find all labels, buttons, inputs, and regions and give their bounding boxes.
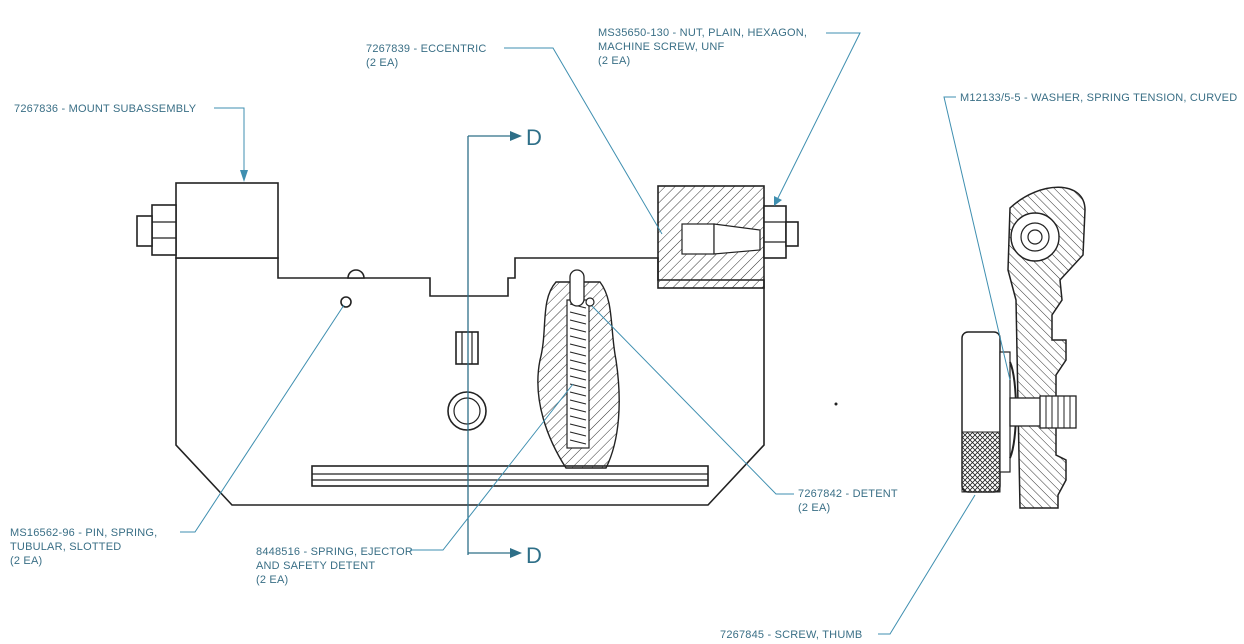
callout-eccentric-line1: 7267839 - ECCENTRIC (366, 43, 487, 55)
callout-detent-line2: (2 EA) (798, 502, 830, 514)
eccentric-section (657, 185, 799, 289)
callout-thumb: 7267845 - SCREW, THUMB (720, 629, 862, 641)
callout-pin-line2: TUBULAR, SLOTTED (10, 541, 121, 553)
callout-pin-line3: (2 EA) (10, 555, 42, 567)
callout-nut: MS35650-130 - NUT, PLAIN, HEXAGON, MACHI… (598, 27, 807, 67)
callout-mount: 7267836 - MOUNT SUBASSEMBLY (14, 103, 197, 115)
callout-eccentric: 7267839 - ECCENTRIC (2 EA) (366, 43, 487, 69)
callout-spring-line1: 8448516 - SPRING, EJECTOR (256, 546, 413, 558)
callout-detent: 7267842 - DETENT (2 EA) (798, 488, 898, 514)
detent-section (537, 269, 620, 469)
callout-pin: MS16562-96 - PIN, SPRING, TUBULAR, SLOTT… (10, 527, 157, 567)
leader-lines (180, 32, 1011, 635)
section-line-d (467, 131, 522, 558)
callout-eccentric-line2: (2 EA) (366, 57, 398, 69)
callout-nut-line1: MS35650-130 - NUT, PLAIN, HEXAGON, (598, 27, 807, 39)
side-view (961, 186, 1086, 509)
callout-nut-line2: MACHINE SCREW, UNF (598, 41, 725, 53)
callout-mount-line1: 7267836 - MOUNT SUBASSEMBLY (14, 103, 197, 115)
speck (834, 402, 838, 406)
callout-washer-line1: M12133/5-5 - WASHER, SPRING TENSION, CUR… (960, 92, 1237, 104)
callout-pin-line1: MS16562-96 - PIN, SPRING, (10, 527, 157, 539)
callout-nut-line3: (2 EA) (598, 55, 630, 67)
callout-spring-line3: (2 EA) (256, 574, 288, 586)
callout-thumb-line1: 7267845 - SCREW, THUMB (720, 629, 862, 641)
callout-washer: M12133/5-5 - WASHER, SPRING TENSION, CUR… (960, 92, 1237, 104)
callout-detent-line1: 7267842 - DETENT (798, 488, 898, 500)
callout-spring-line2: AND SAFETY DETENT (256, 560, 375, 572)
section-label-bottom: D (526, 543, 542, 568)
section-label-top: D (526, 125, 542, 150)
mount-body (136, 182, 765, 506)
callout-spring: 8448516 - SPRING, EJECTOR AND SAFETY DET… (256, 546, 413, 586)
